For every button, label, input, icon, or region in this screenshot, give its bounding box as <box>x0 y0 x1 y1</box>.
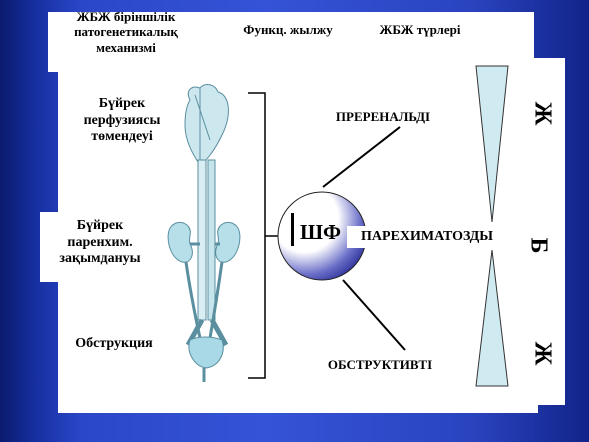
left-tab-panel <box>40 212 70 282</box>
obstructive-line <box>342 279 406 351</box>
type-parenchymal-box <box>347 226 507 248</box>
urinary-system-illustration <box>167 84 241 382</box>
sf-label: ШФ <box>300 220 342 244</box>
types-title: ЖБЖ түрлері <box>379 22 461 37</box>
function-title: Функц. жылжу <box>243 22 333 37</box>
side-letter-top: Ж <box>529 101 556 126</box>
header-panel <box>48 12 534 72</box>
sf-marker-bar <box>291 213 294 246</box>
mechanism-title: ЖБЖ біріншілік патогенетикалық механизмі <box>74 9 178 55</box>
side-letters-panel <box>525 58 565 405</box>
cause-parenchyma: Бүйрек паренхим. зақымдануы <box>59 218 141 267</box>
top-triangle <box>475 65 509 223</box>
side-letter-bottom: Ж <box>529 341 556 366</box>
type-parenchymal: ПАРЕХИМАТОЗДЫ <box>361 229 493 244</box>
causes-bracket <box>248 92 266 379</box>
side-letter-middle: Б <box>525 237 552 254</box>
prerenal-line <box>322 126 401 188</box>
bottom-triangle <box>475 249 509 387</box>
type-obstructive: ОБСТРУКТИВТІ <box>327 357 433 372</box>
cause-perfusion: Бүйрек перфузиясы төмендеуі <box>83 96 161 145</box>
type-prerenal: ПРЕРЕНАЛЬДІ <box>335 109 431 124</box>
cause-obstruction: Обструкция <box>75 336 153 351</box>
